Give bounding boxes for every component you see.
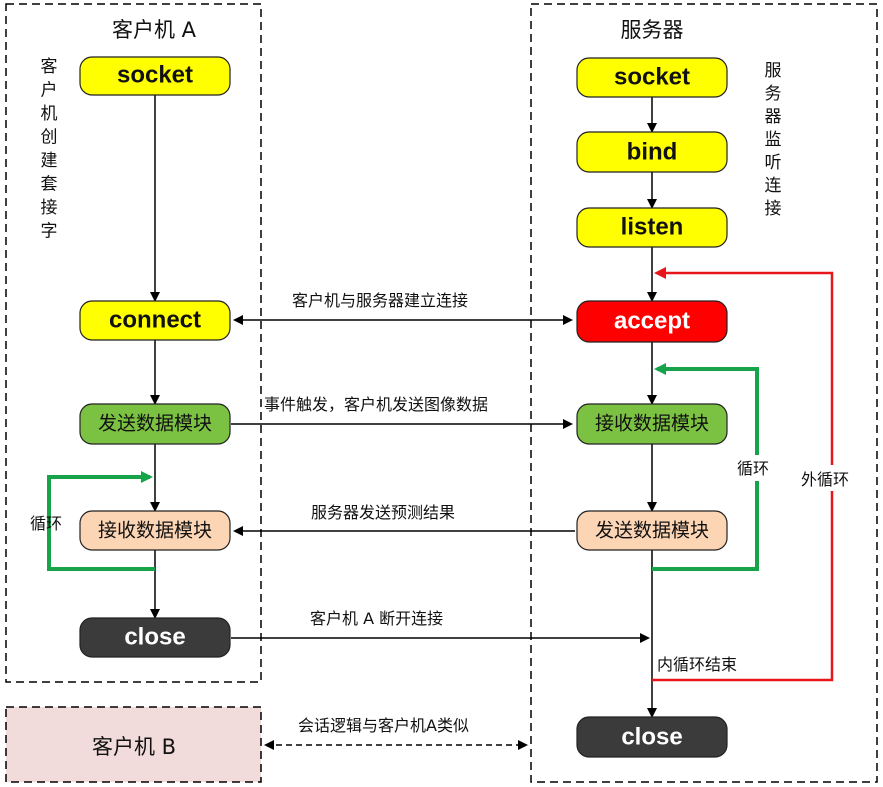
link-send-image-label: 事件触发，客户机发送图像数据 <box>264 395 488 414</box>
client-a-socket-node: socket <box>79 56 231 96</box>
client-a-side-note-char: 客 <box>41 57 58 77</box>
server-close-node: close <box>576 716 728 758</box>
link-disconnect-label: 客户机 A 断开连接 <box>310 609 443 628</box>
client-a-recv-node: 接收数据模块 <box>79 510 231 551</box>
server-socket-label: socket <box>614 63 690 90</box>
server-send-node: 发送数据模块 <box>576 510 728 551</box>
client-a-side-note-char: 接 <box>41 198 58 218</box>
server-container <box>530 3 878 783</box>
server-socket-node: socket <box>576 57 728 98</box>
server-accept-node: accept <box>576 300 728 343</box>
server-send-label: 发送数据模块 <box>595 520 709 542</box>
server-recv-node: 接收数据模块 <box>576 403 728 445</box>
client-a-recv-label: 接收数据模块 <box>98 520 212 542</box>
client-a-close-label: close <box>124 623 185 650</box>
server-side-note-char: 服 <box>765 61 782 81</box>
server-side-note-char: 监 <box>765 130 782 150</box>
client-a-send-node: 发送数据模块 <box>79 403 231 445</box>
outer-loop-label-bg <box>799 465 865 491</box>
client-a-connect-label: connect <box>109 306 201 333</box>
server-title: 服务器 <box>621 18 684 42</box>
server-side-note-char: 器 <box>765 107 782 127</box>
client-b-container <box>5 706 262 783</box>
client-a-loop-arrow <box>47 471 155 571</box>
client-b-title: 客户机 B <box>92 735 176 759</box>
client-a-side-note-char: 机 <box>41 104 58 124</box>
client-a-socket-label: socket <box>117 61 193 88</box>
server-recv-label: 接收数据模块 <box>595 413 709 435</box>
server-outer-loop-label: 外循环 <box>801 470 849 489</box>
server-listen-node: listen <box>576 207 728 248</box>
link-client-b-label: 会话逻辑与客户机A类似 <box>298 716 469 735</box>
server-side-note-char: 接 <box>765 199 782 219</box>
server-inner-loop-label: 循环 <box>737 459 769 478</box>
server-close-label: close <box>621 723 682 750</box>
server-side-note-char: 连 <box>765 176 782 196</box>
server-bind-node: bind <box>576 131 728 173</box>
link-send-result-label: 服务器发送预测结果 <box>311 503 455 522</box>
client-a-title: 客户机 A <box>112 18 197 42</box>
client-a-side-note-char: 户 <box>41 81 58 101</box>
client-a-loop-label: 循环 <box>30 514 62 533</box>
server-listen-label: listen <box>621 213 684 240</box>
client-a-connect-node: connect <box>79 300 231 341</box>
link-connect-label: 客户机与服务器建立连接 <box>292 291 468 310</box>
client-a-side-note-char: 建 <box>41 151 58 171</box>
client-a-close-node: close <box>79 617 231 658</box>
server-side-note-char: 听 <box>765 153 782 173</box>
server-bind-label: bind <box>627 138 678 165</box>
client-a-side-note-char: 字 <box>41 222 58 242</box>
inner-loop-end-label: 内循环结束 <box>657 655 737 674</box>
client-a-side-note-char: 创 <box>41 128 58 148</box>
client-a-side-note-char: 套 <box>41 175 58 195</box>
inner-loop-label-bg <box>734 455 778 481</box>
client-a-container <box>5 3 262 683</box>
client-a-send-label: 发送数据模块 <box>98 413 212 435</box>
server-side-note-char: 务 <box>765 84 782 104</box>
server-accept-label: accept <box>614 307 690 334</box>
